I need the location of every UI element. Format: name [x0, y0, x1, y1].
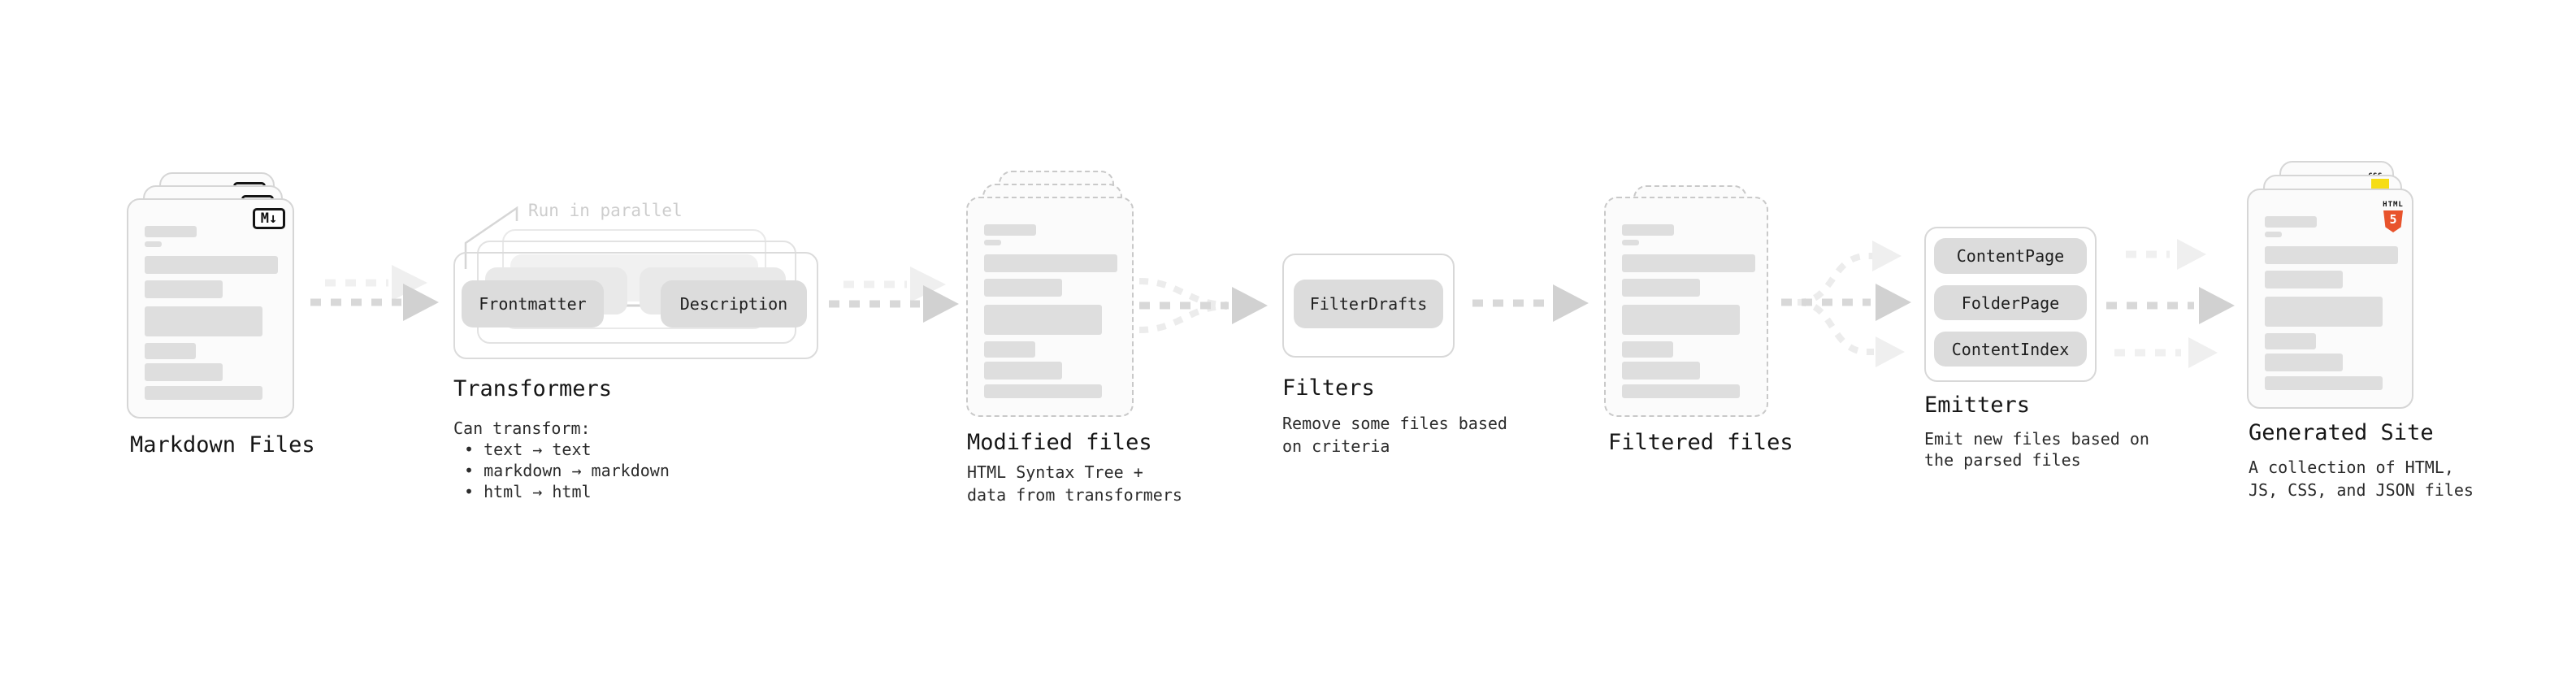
generated-site-description: A collection of HTML, JS, CSS, and JSON …: [2249, 458, 2474, 500]
arrow-transformers-to-modified: [829, 267, 959, 323]
arrow-filters-to-filtered: [1472, 284, 1589, 322]
generated-site-label: Generated Site: [2249, 420, 2434, 445]
html5-number: 5: [2389, 212, 2397, 227]
transformers-bullet: • text → text: [464, 440, 592, 459]
transformer-chip-frontmatter: Frontmatter: [462, 280, 604, 327]
js-badge-icon: [2371, 179, 2389, 190]
emitters-description: Emit new files based on the parsed files: [1924, 429, 2149, 470]
html5-badge-icon: HTML 5: [2383, 194, 2404, 232]
filtered-file-card: [1604, 197, 1768, 417]
arrow-filtered-to-emitters: [1781, 241, 1911, 367]
modified-files-label: Modified files: [967, 430, 1152, 455]
transformers-bullet: • html → html: [464, 482, 592, 501]
markdown-file-card: M↓: [127, 198, 294, 419]
transformers-bullet: • markdown → markdown: [464, 461, 670, 480]
filter-chip-filterdrafts: FilterDrafts: [1294, 280, 1443, 328]
transformers-subtitle: Can transform:: [453, 419, 591, 438]
emitter-chip-contentpage: ContentPage: [1934, 238, 2087, 274]
transformer-chip-description: Description: [661, 280, 807, 327]
arrow-markdown-to-transformers: [310, 265, 439, 321]
markdown-icon: M↓: [253, 208, 285, 229]
emitters-label: Emitters: [1924, 393, 2031, 418]
modified-files-description: HTML Syntax Tree + data from transformer…: [967, 462, 1182, 505]
filters-description: Remove some files based on criteria: [1282, 414, 1507, 456]
modified-file-card: [966, 197, 1134, 417]
emitter-chip-folderpage: FolderPage: [1934, 285, 2087, 320]
markdown-files-label: Markdown Files: [130, 432, 315, 458]
transformers-notes: Can transform: • text → text • markdown …: [453, 418, 670, 502]
transformer-group-outline: [453, 252, 818, 359]
html5-badge-word: HTML: [2383, 201, 2404, 209]
arrow-modified-to-filters: [1138, 278, 1268, 333]
filters-label: Filters: [1282, 375, 1375, 401]
run-in-parallel-annotation: Run in parallel: [528, 201, 683, 220]
html5-shield: 5: [2383, 210, 2403, 232]
transformers-label: Transformers: [453, 376, 613, 401]
filtered-files-label: Filtered files: [1608, 430, 1793, 455]
arrow-emitters-to-site: [2106, 239, 2235, 368]
site-file-card-html: HTML 5: [2247, 189, 2413, 409]
emitter-chip-contentindex: ContentIndex: [1934, 332, 2087, 367]
